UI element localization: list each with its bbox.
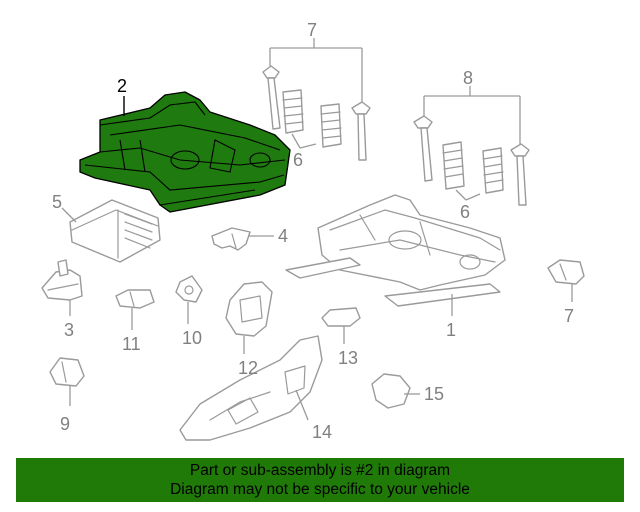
part-6-spring-right-b[interactable] (482, 147, 504, 194)
part-5-control-module[interactable] (69, 199, 161, 263)
part-6-spring-left-a[interactable] (282, 89, 304, 134)
part-9-switch[interactable] (225, 281, 273, 337)
callout-14: 14 (312, 422, 332, 442)
part-7-bolt-right-a[interactable] (413, 115, 433, 182)
part-12-clip[interactable] (547, 259, 585, 285)
callout-7a: 7 (307, 20, 317, 40)
part-6-spring-left-b[interactable] (320, 103, 342, 148)
parts-diagram: 7 8 2 6 6 5 4 3 11 10 12 13 1 7 9 15 14 (41, 20, 585, 442)
part-14-side-shield[interactable] (179, 335, 323, 441)
callout-13: 13 (338, 348, 358, 368)
callout-8: 10 (182, 328, 202, 348)
leader-lines (61, 38, 573, 421)
part-11-clip[interactable] (115, 289, 155, 309)
callout-15: 15 (424, 384, 444, 404)
part-15-cap[interactable] (371, 373, 411, 409)
callout-labels: 7 8 2 6 6 5 4 3 11 10 12 13 1 7 9 15 14 (52, 20, 574, 442)
part-10-clip[interactable] (49, 357, 85, 387)
callout-1: 1 (446, 320, 456, 340)
part-3-actuator[interactable] (41, 259, 83, 301)
footer-banner: Part or sub-assembly is #2 in diagram Di… (16, 458, 624, 502)
callout-6a: 6 (293, 150, 303, 170)
part-8-knob[interactable] (175, 275, 203, 303)
callout-7b: 8 (463, 68, 473, 88)
part-7-bolt-left-b[interactable] (351, 101, 371, 161)
callout-5: 5 (52, 192, 62, 212)
part-6-spring-right-a[interactable] (442, 141, 465, 190)
callout-3: 3 (64, 320, 74, 340)
part-7-bolt-left-a[interactable] (262, 65, 281, 130)
part-4-bracket[interactable] (211, 227, 251, 251)
part-7-bolt-right-b[interactable] (510, 143, 530, 206)
part-13-clip[interactable] (321, 307, 361, 327)
callout-9: 12 (238, 358, 258, 378)
callout-11: 11 (122, 334, 141, 354)
footer-line-2: Diagram may not be specific to your vehi… (170, 481, 470, 498)
part-1-seat-track[interactable] (285, 194, 506, 307)
callout-12: 7 (564, 306, 574, 326)
callout-10: 9 (60, 414, 70, 434)
callout-6b: 6 (460, 202, 470, 222)
part-2-seat-track-highlighted[interactable] (79, 91, 291, 213)
callout-4: 4 (278, 226, 288, 246)
callout-2: 2 (117, 76, 127, 96)
footer-line-1: Part or sub-assembly is #2 in diagram (189, 462, 451, 479)
